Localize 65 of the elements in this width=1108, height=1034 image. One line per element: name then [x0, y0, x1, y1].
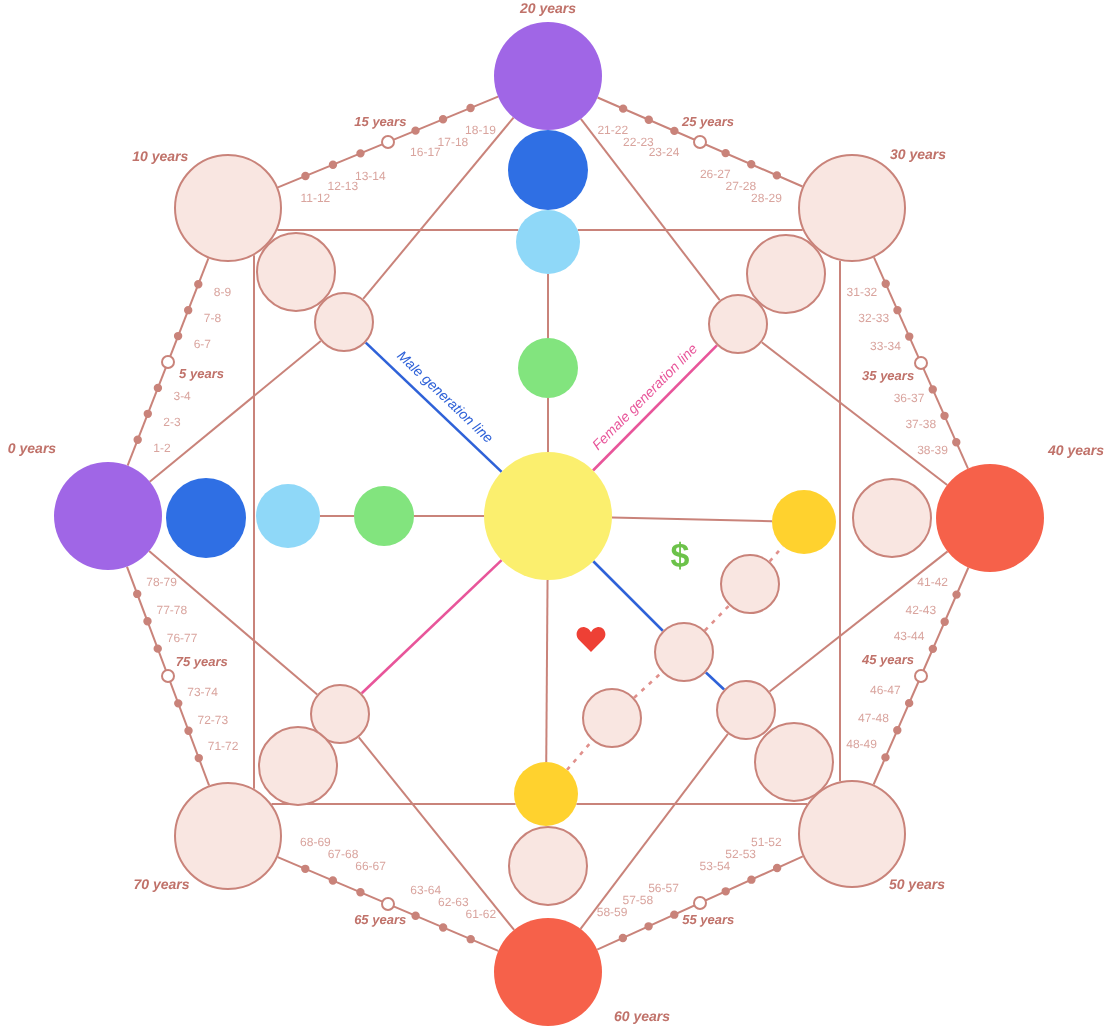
circle-node [746, 234, 826, 314]
circle-node [354, 486, 414, 546]
connector-line [276, 856, 500, 952]
connector-line [148, 550, 319, 696]
connector-line [872, 256, 970, 470]
connector-line [611, 516, 773, 523]
dashed-line [633, 671, 663, 699]
connector-line [253, 254, 255, 790]
connector-line [760, 341, 949, 487]
connector-line [576, 229, 804, 231]
circle-node [54, 462, 162, 570]
connector-line [547, 397, 549, 453]
connector-line [839, 259, 841, 783]
circle-node [654, 622, 714, 682]
connector-line [575, 803, 809, 805]
circle-node [798, 780, 906, 888]
connector-line [125, 565, 211, 787]
circle-node [754, 722, 834, 802]
dollar-sign: $ [670, 539, 690, 573]
dashed-line [703, 604, 731, 632]
connector-line [357, 736, 516, 931]
circle-node [708, 294, 768, 354]
circle-node [314, 292, 374, 352]
connector-line [126, 257, 210, 467]
connector-line [579, 732, 729, 930]
circle-node [484, 452, 612, 580]
circle-node [508, 826, 588, 906]
connector-line [596, 96, 804, 188]
circle-node [582, 688, 642, 748]
circle-node [936, 464, 1044, 572]
connector-line [148, 340, 322, 483]
circle-node [494, 918, 602, 1026]
circle-node [514, 762, 578, 826]
connector-line [270, 803, 517, 805]
connector-line [276, 95, 500, 189]
dashed-line [768, 545, 784, 563]
connector-line [276, 229, 520, 231]
connector-line [579, 117, 721, 302]
connector-line [319, 515, 355, 517]
connector-line [596, 855, 804, 951]
circle-node [852, 478, 932, 558]
circle-node [310, 684, 370, 744]
circle-node [772, 490, 836, 554]
connector-line [360, 559, 503, 695]
connector-line [545, 579, 549, 763]
connector-line [364, 341, 503, 473]
connector-line [768, 550, 949, 693]
connector-line [413, 515, 485, 517]
dashed-line [566, 739, 594, 771]
circle-node [256, 484, 320, 548]
circle-node [256, 232, 336, 312]
circle-node [716, 680, 776, 740]
circle-node [518, 338, 578, 398]
connector-line [705, 671, 725, 691]
connector-line [872, 566, 970, 786]
circle-node [494, 22, 602, 130]
circle-node [508, 130, 588, 210]
connector-line [592, 344, 718, 472]
connector-line [592, 560, 664, 632]
circle-node [516, 210, 580, 274]
circle-node [720, 554, 780, 614]
connector-line [362, 116, 515, 300]
connector-line [547, 273, 549, 339]
circle-node [166, 478, 246, 558]
circle-node [258, 726, 338, 806]
